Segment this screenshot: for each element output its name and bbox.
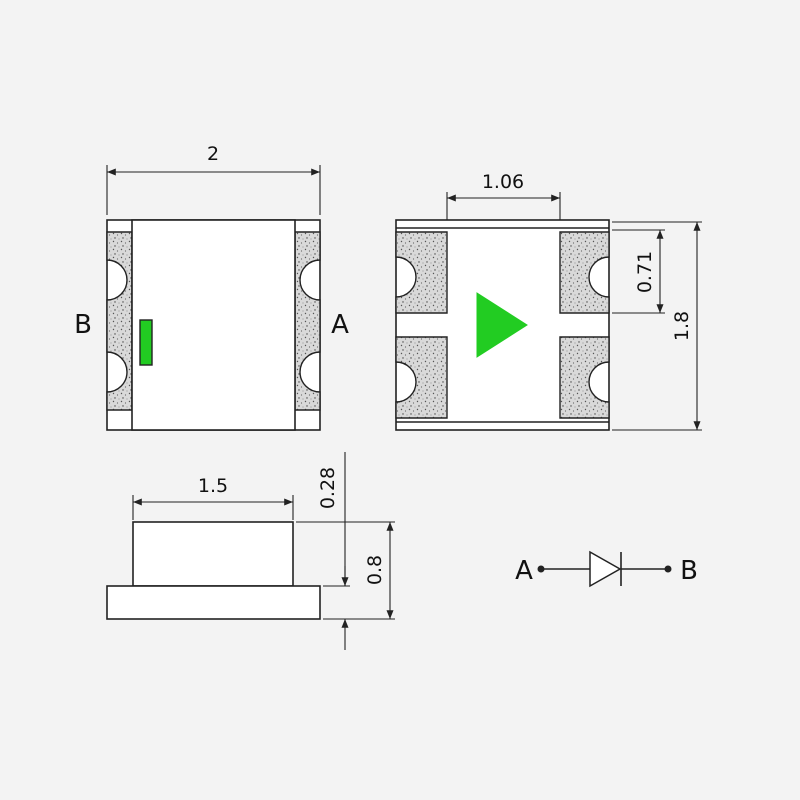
pad-top-right: [559, 231, 610, 314]
side-lens: [132, 521, 294, 587]
side-base: [106, 585, 321, 620]
pad-spacing-label: 1.06: [482, 171, 524, 193]
pad-bottom-left: [395, 336, 448, 419]
diode-triangle-icon: [589, 550, 622, 588]
total-height-label: 0.8: [364, 555, 386, 585]
side-view: 1.5 0.28 0.8: [106, 452, 395, 650]
pin-label-a: A: [331, 310, 349, 340]
width-label: 2: [207, 143, 219, 165]
height-dimension: 1.8: [612, 221, 702, 431]
symbol-pin-b: B: [680, 556, 698, 586]
pad-height-label: 0.71: [634, 251, 656, 293]
right-terminal-pad: [294, 231, 321, 411]
pad-top-left: [395, 231, 448, 314]
top-view: 2 B A: [74, 143, 349, 431]
total-height-dimension: 0.8: [364, 522, 394, 619]
polarity-triangle-icon: [476, 292, 528, 358]
pad-height-dimension: 0.71: [612, 229, 665, 314]
top-width-dimension: 1.5: [132, 475, 294, 520]
height-label: 1.8: [671, 311, 693, 341]
bottom-view: 1.06 0.71 1.8: [395, 171, 702, 431]
top-height-dimension: 0.28: [317, 452, 349, 650]
led-chip-marker: [139, 319, 153, 366]
pad-bottom-right: [559, 336, 610, 419]
top-height-label: 0.28: [317, 467, 339, 509]
left-terminal-pad: [106, 231, 133, 411]
pad-spacing-dimension: 1.06: [446, 171, 561, 220]
symbol-pin-a: A: [515, 556, 533, 586]
cathode-terminal-dot: [664, 565, 672, 573]
top-width-label: 1.5: [198, 475, 228, 497]
top-body: [131, 219, 296, 431]
diode-symbol: A B: [515, 550, 698, 588]
pin-label-b: B: [74, 310, 92, 340]
width-dimension: 2: [106, 143, 321, 215]
